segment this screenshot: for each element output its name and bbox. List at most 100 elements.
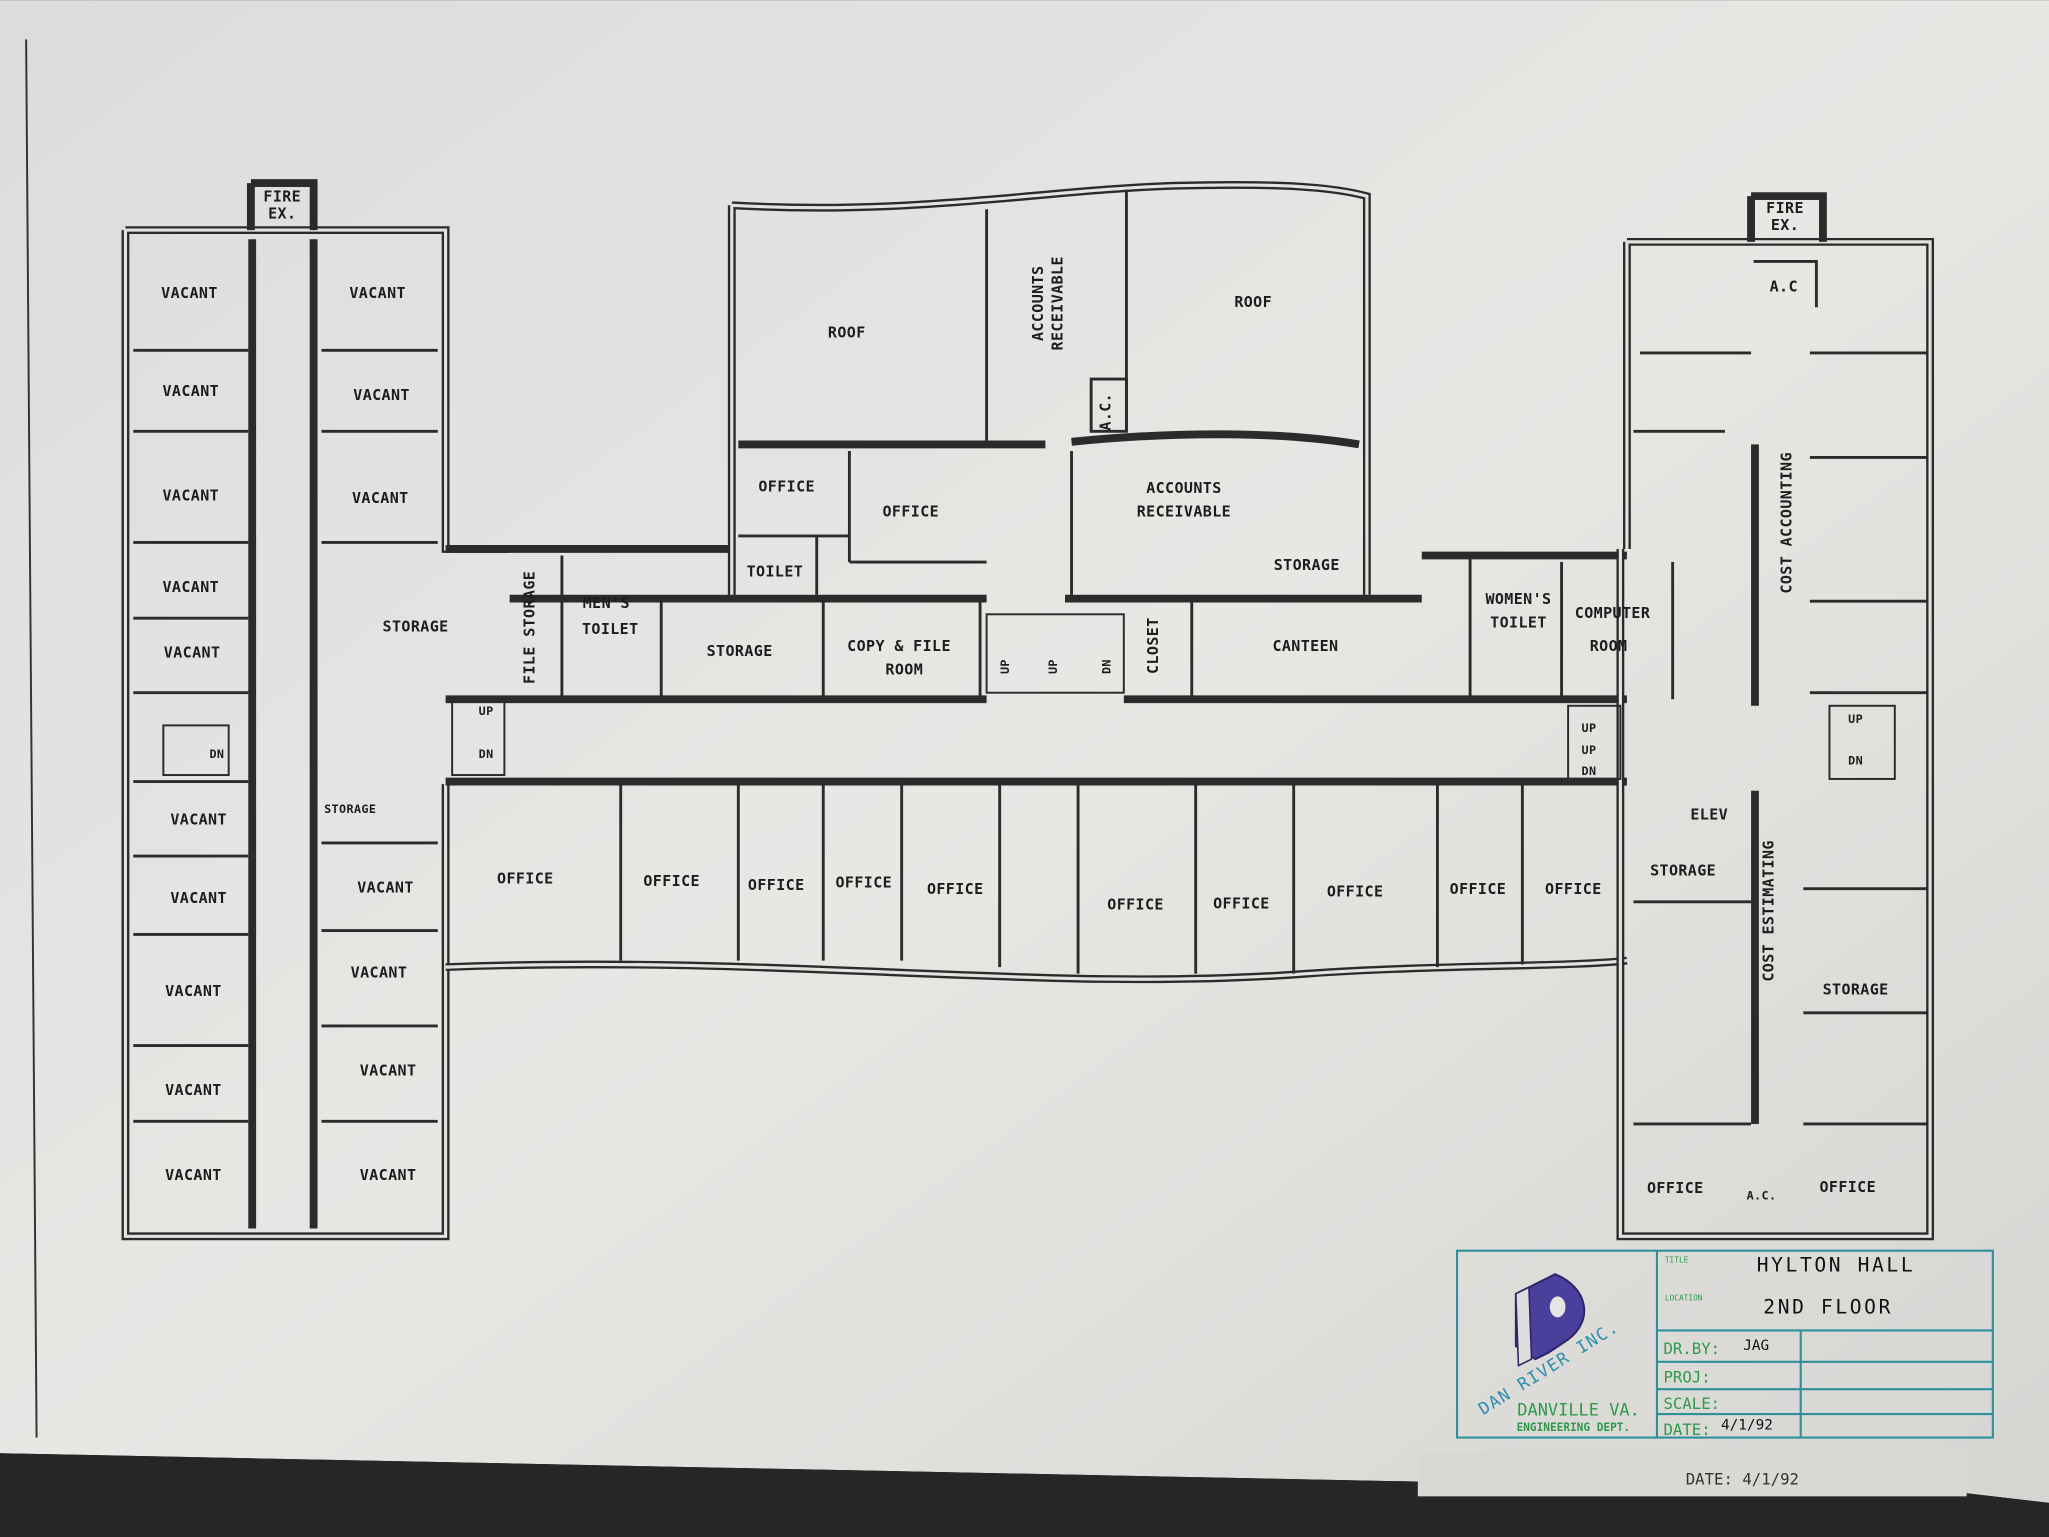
room-label: VACANT (162, 487, 219, 505)
underlying-sheet-date: DATE: 4/1/92 (1686, 1470, 1799, 1489)
stair-label: DN (1582, 764, 1597, 778)
room-label: TOILET (582, 620, 639, 638)
title-label: TITLE (1665, 1255, 1689, 1264)
date-label: DATE: (1664, 1420, 1711, 1439)
room-label: TOILET (747, 562, 804, 580)
room-label: VACANT (162, 578, 219, 596)
room-label: STORAGE (1823, 981, 1889, 999)
partitions (133, 189, 1928, 1126)
room-label: VACANT (352, 489, 409, 507)
stair-label: DN (1848, 754, 1863, 768)
room-label: STORAGE (1650, 862, 1716, 880)
room-label: VACANT (353, 386, 410, 404)
room-label: COST ACCOUNTING (1778, 452, 1796, 593)
room-label: A.C (1770, 278, 1798, 296)
desk (0, 1453, 2049, 1537)
stair-label: UP (998, 659, 1012, 674)
room-label: OFFICE (883, 502, 940, 520)
room-label: VACANT (360, 1166, 417, 1184)
location-label: LOCATION (1665, 1293, 1703, 1302)
room-label: OFFICE (1819, 1178, 1876, 1196)
drawing-title: HYLTON HALL (1757, 1254, 1916, 1277)
stair-label: UP (1046, 659, 1060, 674)
room-label: ELEV (1690, 805, 1728, 823)
room-label: RECEIVABLE (1137, 502, 1231, 520)
room-label: CANTEEN (1272, 637, 1338, 655)
room-label: VACANT (349, 284, 406, 302)
room-label: VACANT (170, 811, 227, 829)
room-label: A.C. (1097, 393, 1115, 431)
underlying-sheet (1417, 1450, 1967, 1497)
room-label: VACANT (161, 284, 218, 302)
room-label: OFFICE (1107, 896, 1164, 914)
sheet-border (25, 39, 38, 1438)
stair-labels: DN UP DN UP UP DN UP DN UP DN UP (209, 659, 1863, 778)
stair-label: UP (1582, 743, 1597, 757)
room-label: COPY & FILE (847, 637, 951, 655)
drawing-location: 2ND FLOOR (1763, 1295, 1893, 1318)
label: EX. (268, 204, 296, 222)
room-label: FILE STORAGE (520, 571, 538, 684)
room-label: TOILET (1490, 613, 1547, 631)
room-label: OFFICE (835, 873, 892, 891)
stair-label: UP (1582, 721, 1597, 735)
room-label: VACANT (165, 1081, 222, 1099)
room-label: ROOF (828, 323, 866, 341)
fire-exit-right: FIRE EX. (1766, 199, 1804, 234)
title-block: DAN RIVER INC. DANVILLE VA. ENGINEERING … (1455, 1249, 1994, 1439)
room-label: VACANT (162, 382, 219, 400)
room-label: ACCOUNTS (1029, 266, 1047, 341)
fire-exit-left: FIRE EX. (263, 187, 301, 222)
company-city: DANVILLE VA. (1517, 1400, 1640, 1420)
room-label: OFFICE (927, 880, 984, 898)
room-label: A.C. (1747, 1189, 1777, 1203)
stairs (162, 613, 1896, 780)
room-label: VACANT (164, 643, 221, 661)
stair-label: UP (1848, 712, 1863, 726)
room-label: COST ESTIMATING (1759, 840, 1777, 981)
room-label: OFFICE (1545, 880, 1602, 898)
room-label: OFFICE (748, 876, 805, 894)
room-label: OFFICE (497, 869, 554, 887)
walls (121, 179, 1935, 1241)
room-label: ACCOUNTS (1146, 479, 1221, 497)
room-label: COMPUTER (1575, 604, 1651, 622)
scale-label: SCALE: (1664, 1394, 1721, 1413)
room-label: RECEIVABLE (1048, 256, 1066, 350)
room-label: VACANT (351, 964, 408, 982)
room-label: VACANT (170, 889, 227, 907)
room-label: STORAGE (324, 802, 376, 816)
room-label: VACANT (357, 879, 414, 897)
room-label: VACANT (165, 982, 222, 1000)
stair-label: UP (479, 704, 494, 718)
room-label: ROOM (885, 660, 923, 678)
room-label: OFFICE (1450, 880, 1507, 898)
paper (0, 0, 2049, 1503)
label: EX. (1771, 216, 1799, 234)
room-label: ROOF (1234, 293, 1272, 311)
room-label: WOMEN'S (1485, 590, 1551, 608)
room-label: STORAGE (1274, 556, 1340, 574)
room-label: VACANT (360, 1062, 417, 1080)
label: FIRE (1766, 199, 1804, 217)
label: FIRE (263, 187, 301, 205)
stair-label: DN (209, 747, 224, 761)
stair-label: DN (479, 747, 494, 761)
room-labels: VACANT VACANT VACANT VACANT VACANT VACAN… (161, 256, 1888, 1203)
room-label: ROOM (1590, 637, 1628, 655)
company-dept: ENGINEERING DEPT. (1517, 1421, 1631, 1434)
project-label: PROJ: (1664, 1368, 1711, 1387)
stair-label: DN (1100, 659, 1114, 674)
room-label: OFFICE (1327, 883, 1384, 901)
room-label: VACANT (165, 1166, 222, 1184)
room-label: CLOSET (1144, 617, 1162, 674)
drawn-by-value: JAG (1743, 1338, 1769, 1354)
room-label: OFFICE (1213, 894, 1270, 912)
room-label: OFFICE (643, 872, 700, 890)
room-label: OFFICE (1647, 1179, 1704, 1197)
room-label: STORAGE (383, 617, 449, 635)
room-label: MEN'S (583, 594, 630, 612)
room-label: STORAGE (707, 642, 773, 660)
drawn-by-label: DR.BY: (1664, 1339, 1721, 1358)
